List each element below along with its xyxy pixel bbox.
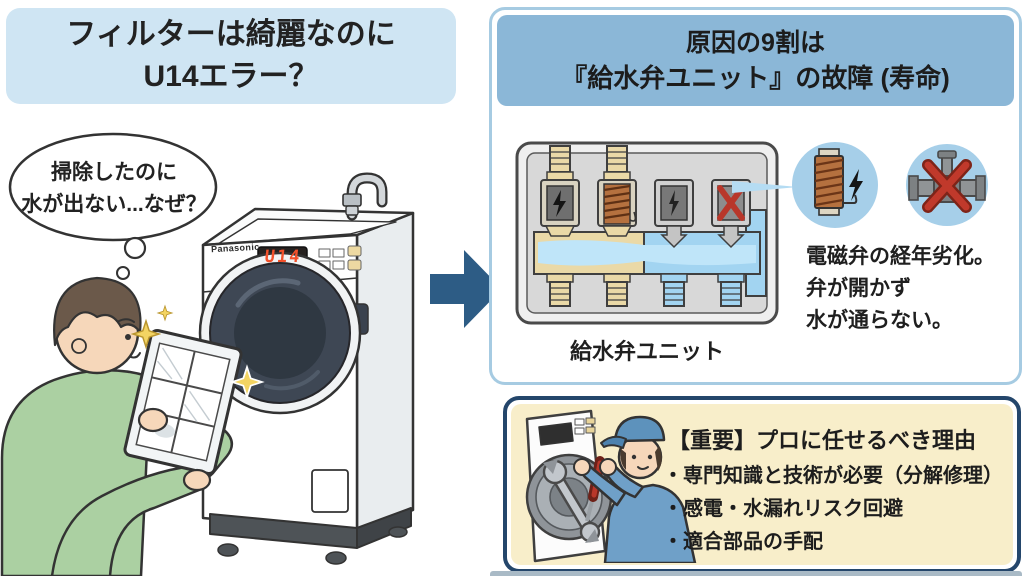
- valve-unit-caption: 給水弁ユニット: [569, 339, 724, 364]
- lint-filter-illustration: [123, 328, 243, 476]
- washer-buttons: [318, 245, 362, 271]
- repairman-illustration: [525, 409, 697, 563]
- valve-column-2-coil: [597, 145, 637, 307]
- important-title: 【重要】プロに任せるべき理由: [668, 428, 977, 453]
- washer-drawer: [311, 469, 349, 513]
- thought-bubble: [8, 132, 218, 280]
- error-code-text: U14: [263, 247, 303, 267]
- bottom-edge-strip: [490, 571, 1022, 576]
- callout-wedge: [732, 181, 798, 193]
- solenoid-coil-icon: [814, 148, 863, 216]
- explanation-line1: 電磁弁の経年劣化。: [806, 245, 995, 268]
- cause-panel-title: 原因の9割は 『給水弁ユニット』の故障 (寿命): [497, 15, 1014, 106]
- filter-error-banner: フィルターは綺麗なのに U14エラー？: [6, 8, 456, 104]
- valve-x-callout: [906, 144, 988, 226]
- banner-line-2: U14エラー？: [143, 60, 319, 93]
- explanation-line2: 弁が開かず: [806, 277, 911, 300]
- cap-icon: [613, 415, 666, 443]
- coil-callout: [792, 142, 878, 228]
- bubble-text-line2: 水が出ない...なぜ？: [21, 193, 207, 216]
- flow-arrow-icon: [430, 250, 502, 328]
- water-hose-icon: [342, 172, 388, 221]
- important-bullets: ・専門知識と技術が必要（分解修理） ・感電・水漏れリスク回避 ・適合部品の手配: [663, 460, 1019, 559]
- failure-explanation: 電磁弁の経年劣化。 弁が開かず 水が通らない。: [806, 241, 1021, 337]
- important-bullet-1: ・専門知識と技術が必要（分解修理）: [663, 465, 1003, 487]
- valve-column-1: [540, 145, 580, 307]
- valve-unit-diagram: [515, 141, 779, 325]
- explanation-line3: 水が通らない。: [806, 309, 953, 332]
- valve-column-3: [654, 179, 694, 307]
- washer-owner-illustration: [0, 132, 415, 576]
- sparkle-icon: [130, 304, 265, 400]
- important-bullet-2: ・感電・水漏れリスク回避: [663, 498, 903, 520]
- cause-title-line2: 『給水弁ユニット』の故障 (寿命): [561, 62, 950, 93]
- cause-title-line1: 原因の9割は: [686, 28, 825, 57]
- valve-closed-icon: [908, 150, 986, 213]
- banner-line-1: フィルターは綺麗なのに: [66, 18, 396, 51]
- wrench-icon: [542, 459, 601, 543]
- person-hand: [182, 468, 212, 492]
- bubble-text-line1: 掃除したのに: [51, 161, 177, 184]
- person-hand: [137, 407, 169, 433]
- washing-machine-illustration: [198, 172, 415, 565]
- important-bullet-3: ・適合部品の手配: [663, 531, 823, 553]
